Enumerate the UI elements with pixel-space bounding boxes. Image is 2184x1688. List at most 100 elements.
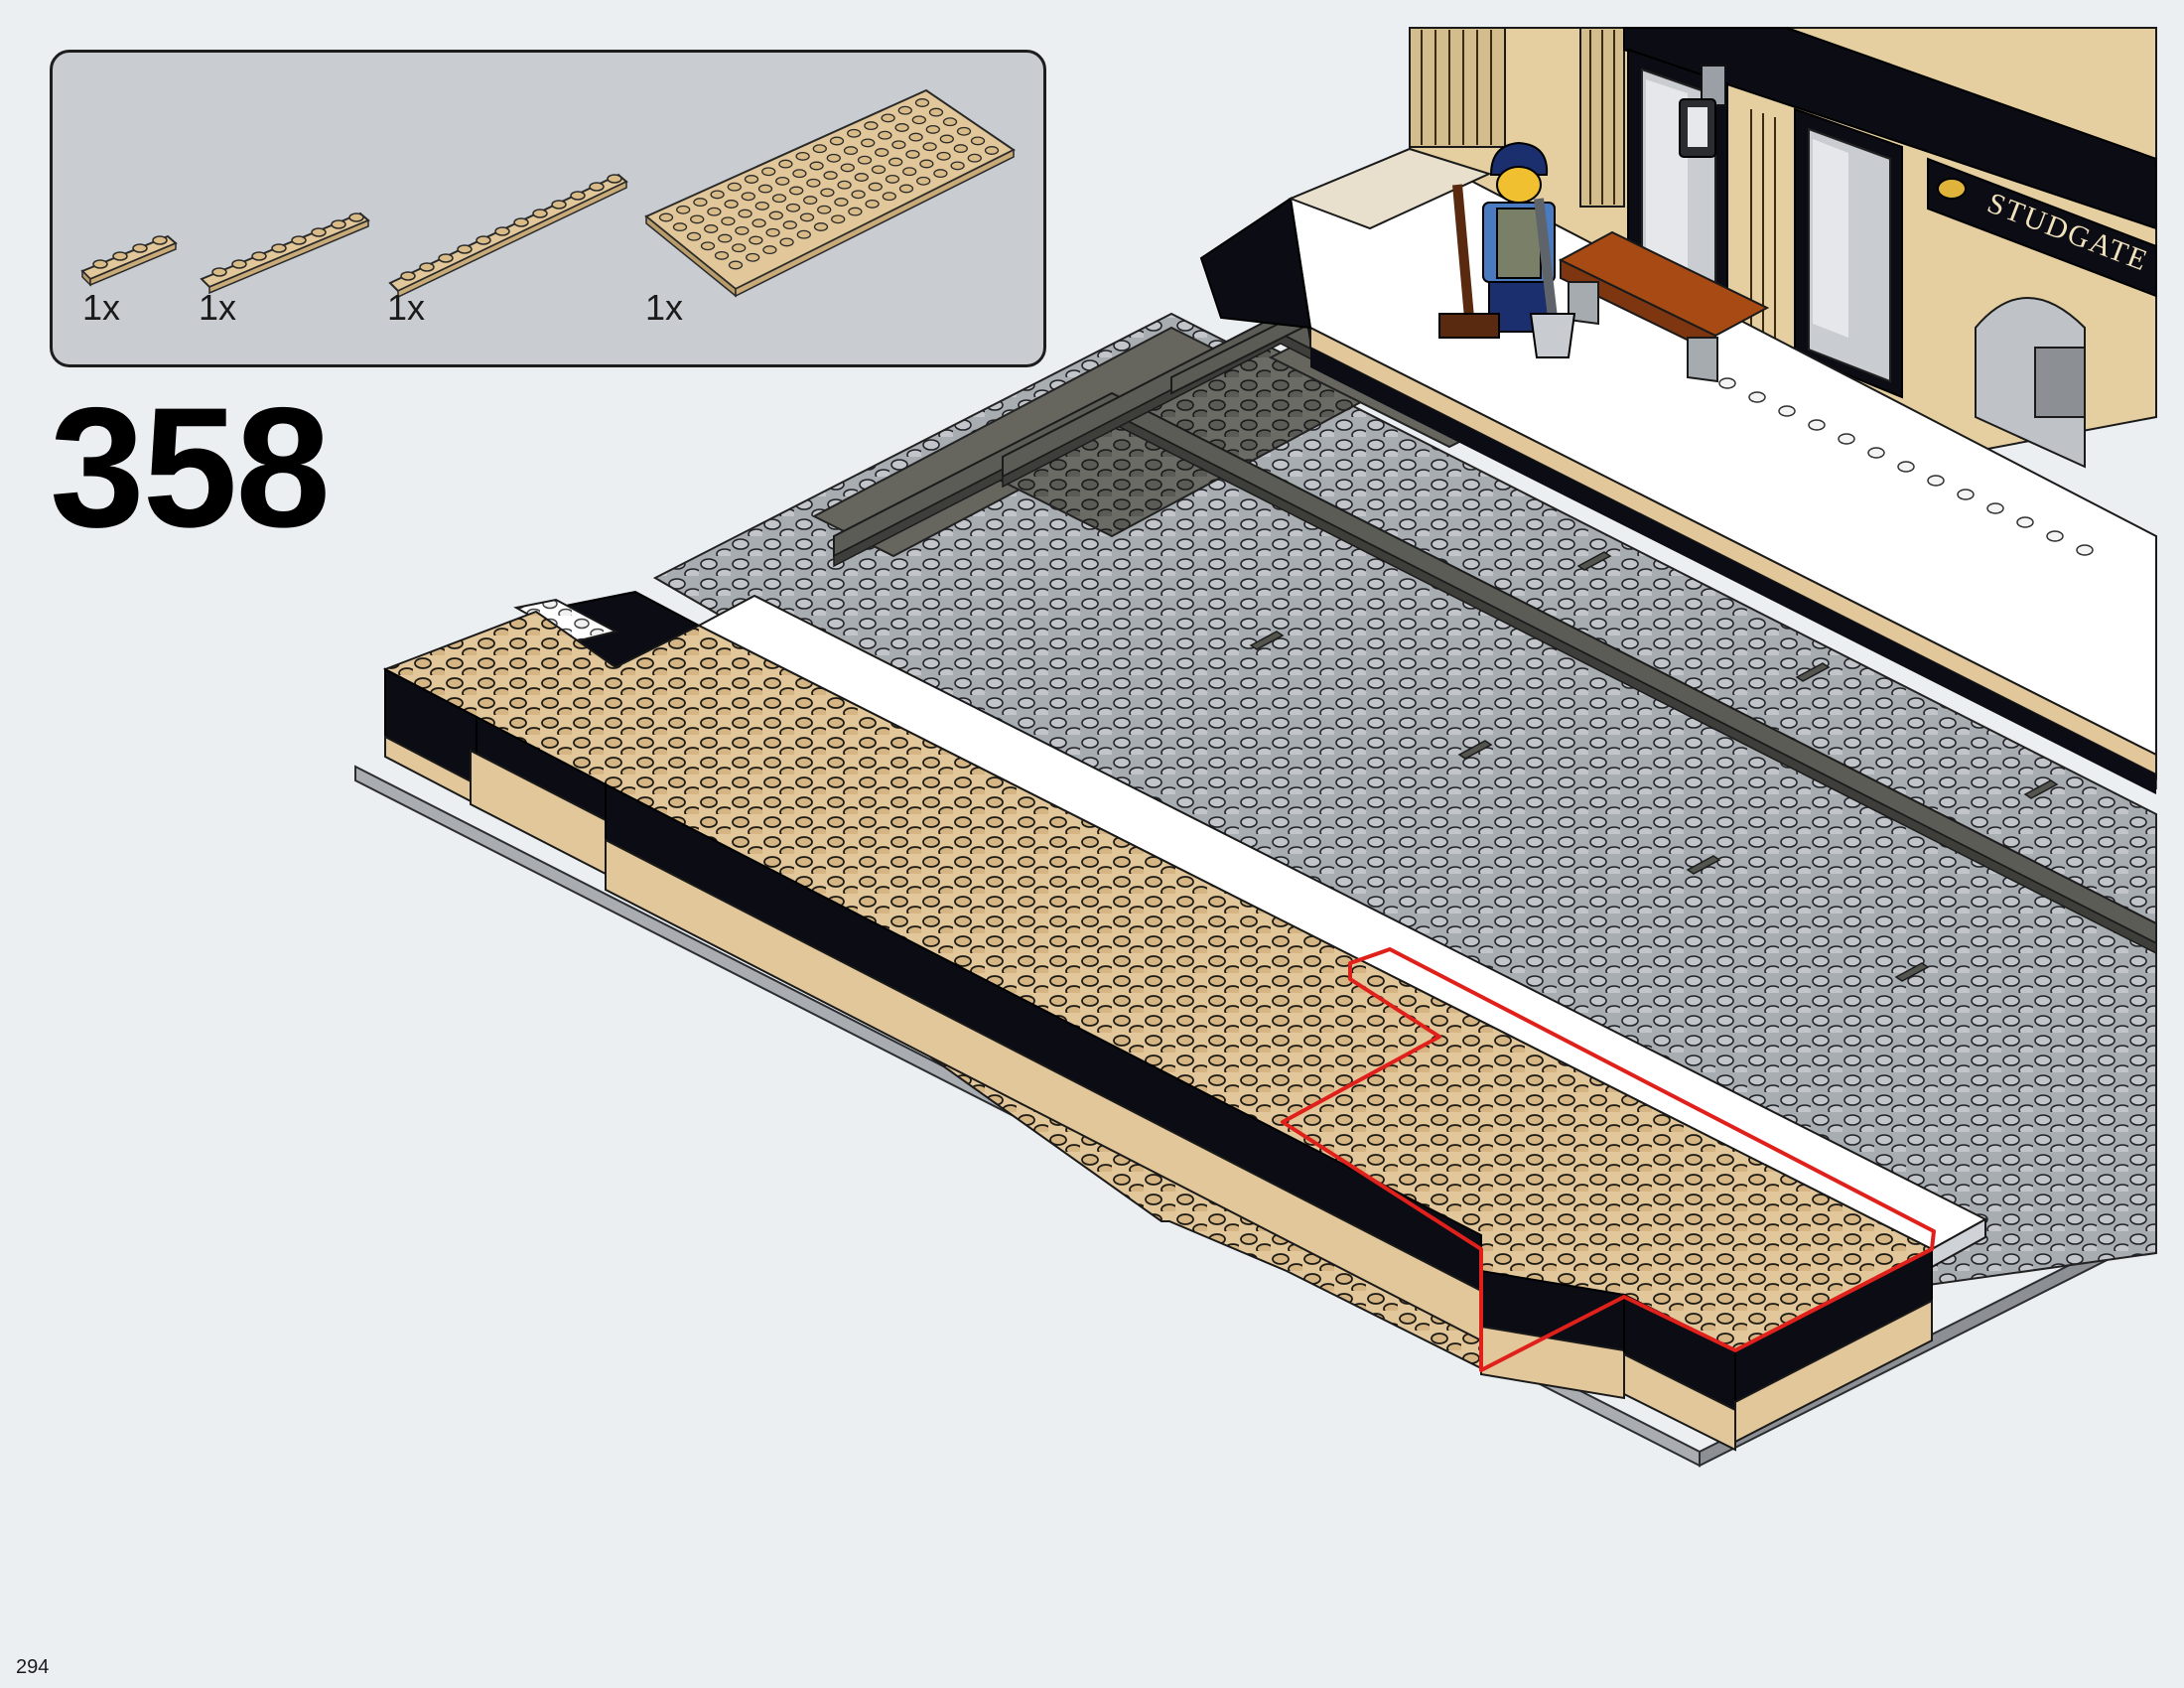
plate-stud bbox=[809, 161, 824, 171]
plate-stud bbox=[813, 222, 829, 231]
plate-stud bbox=[942, 117, 958, 127]
plate-stud bbox=[761, 167, 776, 177]
plate-stud bbox=[919, 159, 934, 169]
plate-stud bbox=[891, 140, 906, 150]
plate-stud bbox=[894, 123, 909, 132]
plate-stud bbox=[768, 211, 783, 220]
plate-stud bbox=[837, 180, 852, 190]
plate-stud bbox=[738, 209, 752, 218]
plate-stud bbox=[792, 169, 807, 179]
part-quantity-4: 1x bbox=[645, 287, 684, 328]
plate-stud bbox=[710, 190, 725, 200]
plate-stud bbox=[727, 182, 742, 192]
plate-stud bbox=[871, 165, 887, 175]
plate-stud bbox=[831, 214, 846, 224]
column-left bbox=[1409, 27, 1506, 148]
step-number: 358 bbox=[50, 372, 331, 563]
plate-stud bbox=[984, 146, 1000, 155]
plate-stud bbox=[744, 175, 759, 184]
plate-stud bbox=[779, 237, 794, 247]
plate-stud bbox=[806, 178, 821, 188]
station-building: STUDGATE bbox=[1409, 27, 2157, 469]
plate-stud bbox=[905, 149, 920, 159]
plate-stud bbox=[732, 243, 747, 253]
plate-stud bbox=[749, 235, 763, 245]
plate-stud bbox=[857, 155, 873, 165]
tan-plate-1x8-part bbox=[200, 211, 370, 295]
plate-stud bbox=[888, 157, 903, 167]
plate-stud bbox=[676, 205, 691, 214]
plate-stud bbox=[848, 207, 863, 216]
plate-stud bbox=[967, 153, 982, 163]
plate-stud bbox=[778, 159, 793, 169]
plate-stud bbox=[721, 216, 736, 226]
plate-stud bbox=[658, 212, 674, 222]
part-quantity-1: 1x bbox=[82, 287, 121, 328]
plate-stud bbox=[714, 250, 730, 260]
plate-stud bbox=[718, 233, 733, 243]
plate-stud bbox=[762, 245, 777, 255]
plate-stud bbox=[933, 169, 948, 179]
plate-stud bbox=[925, 124, 940, 134]
plate-stud bbox=[700, 241, 716, 251]
plate-stud bbox=[865, 199, 880, 209]
plate-stud bbox=[746, 252, 760, 262]
plate-stud bbox=[754, 201, 769, 211]
new-parts-highlight bbox=[1281, 947, 1936, 1372]
plate-stud bbox=[868, 182, 883, 192]
plate-stud bbox=[741, 192, 755, 202]
plate-stud bbox=[936, 151, 951, 161]
plate-stud bbox=[690, 214, 705, 224]
arch-doorway bbox=[1975, 297, 2086, 469]
plate-stud bbox=[911, 115, 926, 125]
tan-plate-1x12-part bbox=[388, 173, 628, 299]
plate-stud bbox=[956, 126, 972, 136]
plate-stud bbox=[686, 231, 702, 241]
plate-stud bbox=[861, 138, 876, 148]
plate-stud bbox=[751, 218, 766, 228]
parts-callout: 1x 1x 1x 1x bbox=[50, 50, 1046, 367]
part-quantity-2: 1x bbox=[199, 287, 237, 328]
plate-stud bbox=[724, 200, 739, 209]
parts-illustration bbox=[80, 88, 1016, 299]
plate-stud bbox=[795, 151, 810, 161]
plate-stud bbox=[908, 132, 923, 142]
bench bbox=[1558, 230, 1770, 383]
plate-stud bbox=[799, 212, 815, 222]
plate-stud bbox=[820, 188, 835, 198]
plate-stud bbox=[704, 224, 719, 233]
plate-stud bbox=[922, 142, 937, 152]
plate-stud bbox=[875, 148, 889, 157]
plate-stud bbox=[817, 205, 832, 214]
plate-stud bbox=[854, 173, 869, 182]
plate-stud bbox=[847, 128, 862, 138]
plate-stud bbox=[834, 198, 849, 207]
tan-plate-6x16-part bbox=[644, 88, 1016, 298]
plate-stud bbox=[878, 130, 892, 140]
plate-stud bbox=[672, 222, 688, 232]
plate-stud bbox=[782, 220, 797, 230]
plate-stud bbox=[823, 171, 838, 181]
plate-stud bbox=[826, 153, 841, 163]
plate-stud bbox=[735, 225, 750, 235]
plate-stud bbox=[765, 227, 780, 237]
plate-stud bbox=[882, 192, 896, 202]
plate-stud bbox=[812, 144, 827, 154]
plate-stud bbox=[829, 136, 845, 146]
plate-stud bbox=[775, 176, 790, 186]
plate-stud bbox=[803, 196, 818, 206]
page-number: 294 bbox=[16, 1656, 50, 1678]
plate-stud bbox=[851, 190, 866, 200]
plate-stud bbox=[864, 121, 879, 131]
minifigure-worker bbox=[1438, 141, 1576, 358]
plate-stud bbox=[902, 167, 917, 177]
plate-stud bbox=[881, 113, 895, 123]
lamp-icon bbox=[1679, 65, 1726, 158]
plate-stud bbox=[728, 260, 744, 270]
near-platform bbox=[382, 590, 1988, 1452]
plate-stud bbox=[953, 144, 968, 154]
plate-stud bbox=[928, 107, 944, 117]
plate-stud bbox=[840, 163, 855, 173]
plate-stud bbox=[789, 186, 804, 196]
